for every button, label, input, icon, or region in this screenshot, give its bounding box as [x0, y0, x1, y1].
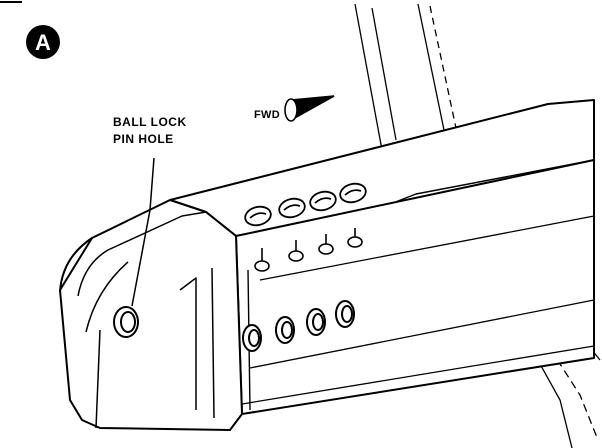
slot-3 [309, 190, 337, 212]
stud-2 [288, 250, 304, 262]
ball-lock-leader-line [131, 157, 155, 307]
ball-lock-label-line2: PIN HOLE [113, 132, 174, 146]
rail-side-stripe-2 [249, 299, 595, 369]
figure-badge: A [26, 25, 60, 59]
side-hole-4-inner [341, 305, 353, 323]
top-slots [244, 182, 367, 227]
stud-3 [318, 243, 334, 255]
slot-3-mark [314, 197, 332, 204]
rail-side-stripe-1 [259, 215, 595, 281]
side-hole-3-inner [312, 313, 324, 331]
bg-line-6 [521, 304, 599, 441]
end-cap-notch [179, 277, 197, 410]
end-cap-base [95, 329, 101, 429]
side-hole-1-inner [248, 329, 260, 347]
fwd-label: FWD [254, 109, 280, 121]
slot-4 [339, 182, 367, 204]
ball-lock-pin-hole [113, 306, 139, 338]
upper-studs [254, 228, 363, 272]
end-cap-curve [59, 237, 93, 293]
slot-1 [244, 205, 272, 227]
slot-1-mark [249, 212, 267, 219]
end-cap-lower-ridge [85, 261, 129, 333]
end-cap-face [59, 199, 243, 431]
end-cap-right-edge [211, 267, 215, 419]
bg-line-1 [354, 3, 383, 151]
side-holes [242, 300, 355, 352]
end-cap-inner-bevel [77, 211, 207, 297]
bg-line-3 [417, 3, 445, 131]
stud-4 [347, 236, 363, 248]
fwd-cone-base [284, 98, 298, 122]
bg-line-4 [429, 5, 457, 129]
rail-assembly [59, 99, 595, 431]
slot-2-mark [283, 204, 301, 211]
badge-letter: A [35, 30, 51, 55]
rail-side-stripe-3 [241, 345, 595, 405]
fwd-arrow-icon [284, 95, 335, 122]
slot-2 [278, 197, 306, 219]
bg-line-2 [371, 7, 397, 141]
badge-circle [26, 25, 60, 59]
pin-hole-inner [120, 311, 136, 333]
stud-1 [254, 260, 270, 272]
side-hole-2-inner [281, 321, 293, 339]
ball-lock-label-line1: BALL LOCK [113, 115, 187, 129]
slot-4-mark [344, 189, 362, 196]
